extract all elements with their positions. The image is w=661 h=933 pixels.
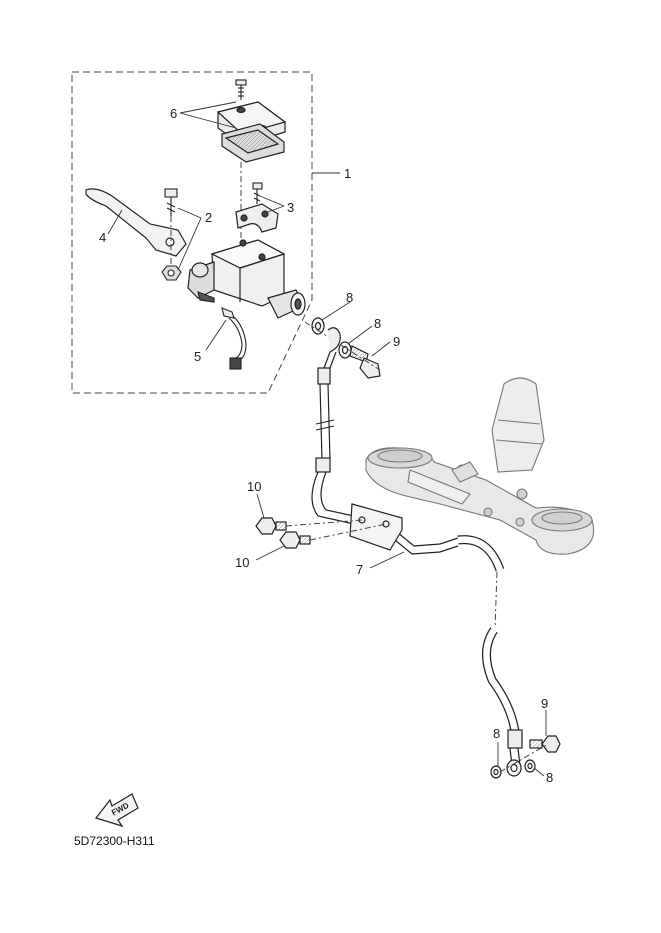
callout-8-lower-2: 8 (546, 770, 553, 785)
clamp-bolt (252, 182, 263, 204)
brake-lever (85, 188, 187, 257)
fwd-arrow-icon: FWD (94, 793, 139, 828)
bracket-bolt-1 (255, 517, 287, 535)
master-cylinder (187, 239, 306, 319)
callout-9-upper: 9 (393, 334, 400, 349)
callout-1: 1 (344, 166, 351, 181)
lever-bolt (164, 188, 178, 216)
callout-6: 6 (170, 106, 177, 121)
bracket-bolt-2 (279, 531, 311, 549)
copper-washer-upper-1 (311, 317, 325, 335)
brake-hose (311, 327, 523, 777)
callout-10-upper: 10 (247, 479, 261, 494)
cap-screw (235, 79, 247, 100)
assembly-boundary (71, 71, 313, 394)
handlebar-clamp (235, 203, 279, 233)
callout-4: 4 (99, 230, 106, 245)
callout-5: 5 (194, 349, 201, 364)
callout-3: 3 (287, 200, 294, 215)
callout-8-upper-2: 8 (374, 316, 381, 331)
union-bolt-lower (529, 735, 561, 753)
leader-lines (107, 101, 547, 777)
callout-10-lower: 10 (235, 555, 249, 570)
callout-7: 7 (356, 562, 363, 577)
triple-clamp (365, 377, 595, 555)
brake-light-switch (221, 307, 247, 370)
union-bolt-upper (349, 345, 381, 379)
reservoir-cap (216, 101, 287, 163)
drawing-code: 5D72300-H311 (74, 834, 155, 848)
callout-8-upper-1: 8 (346, 290, 353, 305)
copper-washer-lower-1 (490, 765, 502, 779)
callout-9-lower: 9 (541, 696, 548, 711)
callout-2: 2 (205, 210, 212, 225)
hose-bracket (349, 503, 403, 551)
copper-washer-lower-2 (524, 759, 536, 773)
callout-8-lower-1: 8 (493, 726, 500, 741)
lever-nut (161, 265, 182, 281)
